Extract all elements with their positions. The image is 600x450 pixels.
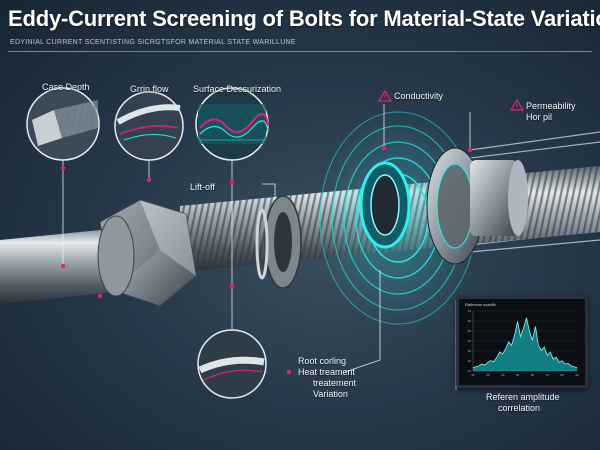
x-tick-label: 90 bbox=[575, 373, 579, 377]
x-tick-label: 60 bbox=[531, 373, 535, 377]
grain-flow-inset bbox=[114, 91, 184, 161]
root-label-line2: Heat treament bbox=[298, 367, 356, 377]
signal-line bbox=[472, 317, 578, 368]
reference-label-line1: Referen amplitude bbox=[486, 392, 560, 402]
x-tick-label: 80 bbox=[560, 373, 564, 377]
x-tick-label: 50 bbox=[516, 373, 520, 377]
y-tick-label: 10 bbox=[468, 369, 472, 373]
callout-markers bbox=[60, 145, 473, 375]
reference-label-line2: correlation bbox=[498, 403, 541, 413]
lift-off-label: Lift-off bbox=[190, 182, 215, 192]
case-depth-label: Case Depth bbox=[42, 82, 90, 92]
conductivity-warning-icon bbox=[377, 89, 393, 102]
lift-off-washer bbox=[255, 195, 302, 289]
y-tick-label: 60 bbox=[468, 319, 472, 323]
surface-decarburization-label: Surface Decsurization bbox=[193, 84, 282, 94]
case-depth-inset bbox=[26, 87, 100, 161]
hex-nut bbox=[97, 199, 197, 307]
root-inset bbox=[197, 329, 267, 399]
permeability-warning-icon bbox=[509, 98, 525, 111]
y-tick-label: 70 bbox=[468, 309, 472, 313]
chart-title: Ratimean scanlib bbox=[465, 302, 496, 307]
page-title: Eddy-Current Screening of Bolts for Mate… bbox=[8, 6, 600, 31]
title-divider bbox=[8, 51, 592, 52]
permeability-sublabel: Hor pil bbox=[526, 112, 553, 122]
root-label-line4: Variation bbox=[313, 389, 348, 399]
y-tick-label: 30 bbox=[468, 349, 472, 353]
page-subtitle: EDYINIAL CURRENT SCENTISTING SICRGTSFOR … bbox=[10, 39, 296, 46]
signal-area bbox=[473, 317, 577, 371]
y-tick-label: 40 bbox=[468, 339, 472, 343]
x-tick-label: 70 bbox=[546, 373, 550, 377]
root-label-line3: treatement bbox=[313, 378, 357, 388]
conductivity-label: Conductivity bbox=[394, 91, 444, 101]
probe-housing bbox=[426, 147, 528, 265]
grain-flow-label: Grrin flow bbox=[130, 84, 169, 94]
surface-decarburization-inset bbox=[195, 87, 269, 161]
y-tick-label: 50 bbox=[468, 329, 472, 333]
x-tick-label: 20 bbox=[471, 373, 475, 377]
probe-coil bbox=[359, 161, 411, 249]
y-tick-label: 20 bbox=[468, 359, 472, 363]
x-tick-label: 30 bbox=[486, 373, 490, 377]
x-tick-label: 40 bbox=[501, 373, 505, 377]
root-label-line1: Root corling bbox=[298, 356, 347, 366]
permeability-label: Permeability bbox=[526, 101, 576, 111]
